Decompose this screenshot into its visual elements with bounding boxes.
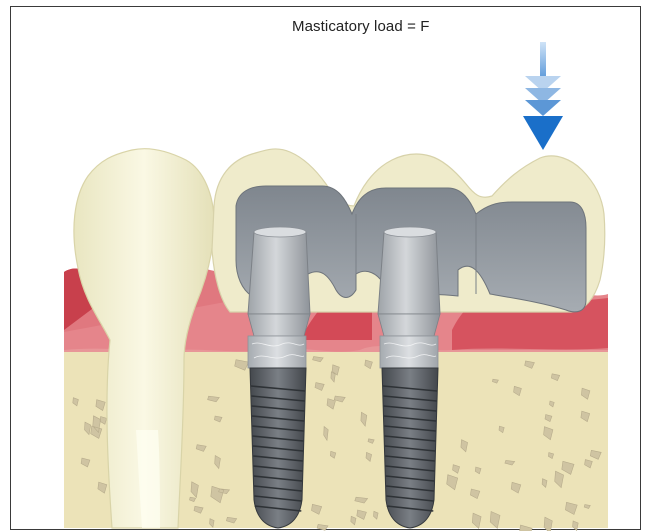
- implant-collar-left: [248, 336, 306, 368]
- implant-body-right: [382, 368, 438, 528]
- abutment-right: [378, 227, 440, 336]
- implant-body-left: [250, 368, 306, 528]
- implant-collar-right: [380, 336, 438, 368]
- masticatory-load-label: Masticatory load = F: [292, 18, 429, 35]
- abutment-left: [248, 227, 310, 336]
- force-arrow-icon: [523, 42, 563, 150]
